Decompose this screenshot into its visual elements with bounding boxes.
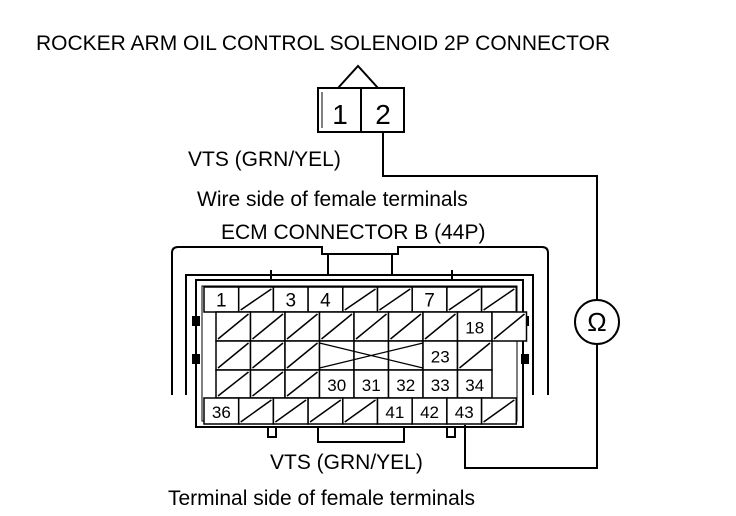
terminal-label-1: 1 [216, 291, 227, 312]
terminal-empty [284, 340, 321, 371]
ecm-lock-tab [327, 253, 393, 276]
terminal-empty [215, 340, 252, 371]
solenoid-connector [317, 64, 405, 133]
terminal-label-34: 34 [465, 376, 484, 395]
ecm-wire-label: VTS (GRN/YEL) [270, 451, 423, 474]
terminal-empty [342, 397, 379, 425]
terminal-empty [284, 311, 321, 342]
terminal-empty [480, 397, 518, 425]
ecm-connector-housing [171, 246, 549, 443]
terminal-label-4: 4 [320, 291, 331, 312]
terminal-4 [307, 286, 344, 313]
terminal-label-31: 31 [362, 376, 381, 395]
terminal-empty [456, 340, 493, 371]
terminal-36 [203, 397, 240, 425]
terminal-empty [307, 397, 344, 425]
solenoid-pin-2: 2 [375, 99, 391, 130]
solenoid-pin-1: 1 [332, 99, 348, 130]
wire-side-label: Wire side of female terminals [197, 188, 468, 211]
terminal-label-41: 41 [385, 403, 404, 422]
terminal-empty [249, 369, 286, 399]
ecm-bottom-key [317, 427, 405, 443]
terminal-34 [456, 369, 493, 399]
terminal-7 [411, 286, 448, 313]
terminal-empty [318, 311, 355, 342]
terminal-empty [480, 286, 518, 313]
terminal-empty [237, 397, 275, 425]
terminal-label-18: 18 [465, 319, 484, 338]
terminal-empty [353, 311, 390, 342]
blank-cavity-cross [319, 342, 424, 369]
terminal-1 [203, 286, 240, 313]
terminal-label-32: 32 [396, 376, 415, 395]
terminal-41 [376, 397, 413, 425]
terminal-empty [422, 311, 459, 342]
terminal-empty [237, 286, 275, 313]
ecm-terminal-grid [203, 286, 528, 425]
terminal-label-43: 43 [455, 403, 474, 422]
ecm-connector-title: ECM CONNECTOR B (44P) [221, 221, 486, 244]
terminal-empty [318, 340, 355, 371]
connector-key-tab [337, 64, 379, 89]
terminal-empty [387, 311, 424, 342]
terminal-empty [249, 340, 286, 371]
terminal-empty [284, 369, 321, 399]
terminal-empty [342, 286, 379, 313]
terminal-label-42: 42 [420, 403, 439, 422]
solenoid-connector-title: ROCKER ARM OIL CONTROL SOLENOID 2P CONNE… [36, 32, 611, 55]
terminal-side-label: Terminal side of female terminals [168, 487, 475, 510]
terminal-empty [491, 311, 528, 342]
terminal-empty [249, 311, 286, 342]
terminal-label-36: 36 [212, 403, 231, 422]
terminal-label-23: 23 [431, 348, 450, 367]
ohm-symbol: Ω [587, 307, 606, 337]
terminal-label-33: 33 [431, 376, 450, 395]
terminal-empty [272, 397, 309, 425]
terminal-empty [215, 311, 252, 342]
terminal-empty [387, 340, 424, 371]
terminal-label-7: 7 [424, 291, 435, 312]
ohmmeter-icon [574, 299, 620, 345]
solenoid-wire-label: VTS (GRN/YEL) [188, 148, 341, 171]
terminal-32 [387, 369, 424, 399]
terminal-empty [215, 369, 252, 399]
terminal-42 [411, 397, 448, 425]
terminal-empty [376, 286, 413, 313]
terminal-label-3: 3 [285, 291, 296, 312]
terminal-empty [446, 286, 483, 313]
terminal-label-30: 30 [327, 376, 346, 395]
